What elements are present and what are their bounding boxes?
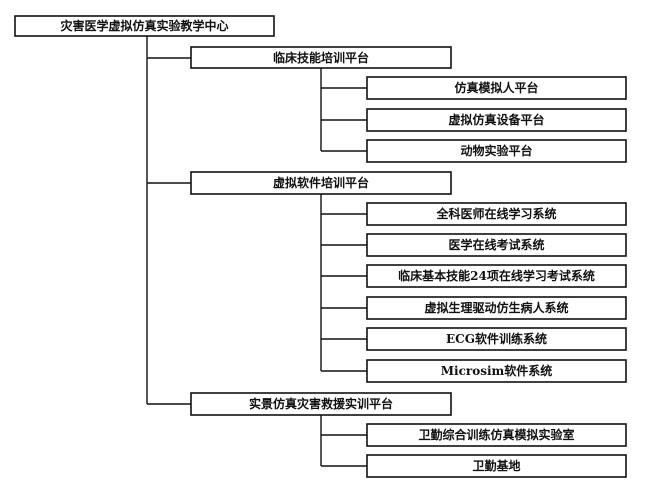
child-label: 卫勤基地	[472, 458, 520, 473]
child-node: 卫勤综合训练仿真模拟实验室	[366, 423, 627, 447]
platform-node: 临床技能培训平台	[190, 46, 452, 69]
root-label: 灾害医学虚拟仿真实验教学中心	[60, 18, 228, 33]
child-label: 卫勤综合训练仿真模拟实验室	[418, 427, 574, 442]
platform-node: 虚拟软件培训平台	[190, 171, 452, 195]
child-label: Microsim软件系统	[441, 363, 553, 378]
connectors	[146, 36, 367, 467]
child-node: 临床基本技能24项在线学习考试系统	[366, 264, 627, 288]
root-node: 灾害医学虚拟仿真实验教学中心	[14, 15, 275, 37]
child-node: ECG软件训练系统	[366, 327, 627, 351]
child-node: 医学在线考试系统	[366, 233, 627, 257]
child-node: 虚拟生理驱动仿生病人系统	[366, 296, 627, 320]
child-node: 动物实验平台	[366, 139, 627, 163]
child-node: Microsim软件系统	[366, 359, 627, 383]
child-label: 虚拟仿真设备平台	[448, 112, 544, 127]
child-node: 仿真模拟人平台	[366, 76, 627, 100]
platform-label: 虚拟软件培训平台	[273, 175, 369, 190]
child-node: 虚拟仿真设备平台	[366, 108, 627, 132]
child-label: 动物实验平台	[460, 143, 532, 158]
platform-node: 实景仿真灾害救援实训平台	[190, 392, 452, 416]
child-node: 全科医师在线学习系统	[366, 202, 627, 226]
child-node: 卫勤基地	[366, 454, 627, 478]
child-label: ECG软件训练系统	[446, 331, 547, 346]
child-label: 全科医师在线学习系统	[435, 206, 556, 221]
child-label: 虚拟生理驱动仿生病人系统	[424, 300, 568, 315]
platform-label: 临床技能培训平台	[273, 50, 369, 65]
child-label: 临床基本技能24项在线学习考试系统	[398, 268, 595, 283]
child-label: 医学在线考试系统	[448, 237, 544, 252]
child-label: 仿真模拟人平台	[454, 80, 538, 95]
platform-label: 实景仿真灾害救援实训平台	[249, 396, 393, 411]
